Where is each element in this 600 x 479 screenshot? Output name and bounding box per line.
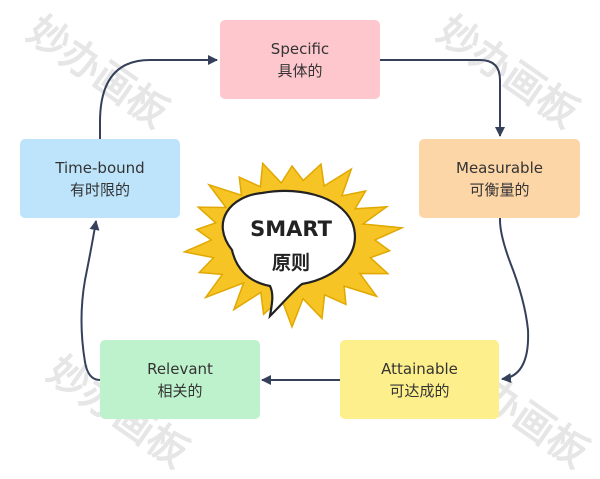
node-relevant: Relevant 相关的 [100,340,260,419]
node-specific: Specific 具体的 [220,20,380,99]
speech-bubble-shape [221,189,357,320]
node-subtitle: 可衡量的 [469,180,530,199]
arrow-time-bound-to-specific [99,55,218,139]
arrow-relevant-to-time-bound [80,220,101,381]
node-measurable: Measurable 可衡量的 [419,139,580,218]
node-title: Measurable [456,158,543,177]
node-title: Attainable [381,359,458,378]
node-attainable: Attainable 可达成的 [340,340,499,419]
node-title: Specific [270,39,330,58]
center-subtitle: 原则 [271,252,310,274]
center-title: SMART [250,217,332,241]
arrow-specific-to-measurable [380,59,505,137]
node-subtitle: 可达成的 [389,381,450,400]
node-title: Time-bound [55,158,145,177]
node-title: Relevant [147,359,213,378]
smart-burst-graphic [182,161,405,330]
node-subtitle: 有时限的 [69,180,130,199]
cycle-connectors [80,55,530,385]
node-subtitle: 具体的 [277,61,323,80]
arrow-measurable-to-attainable [499,218,530,384]
node-time-bound: Time-bound 有时限的 [20,139,180,218]
node-subtitle: 相关的 [157,381,203,400]
